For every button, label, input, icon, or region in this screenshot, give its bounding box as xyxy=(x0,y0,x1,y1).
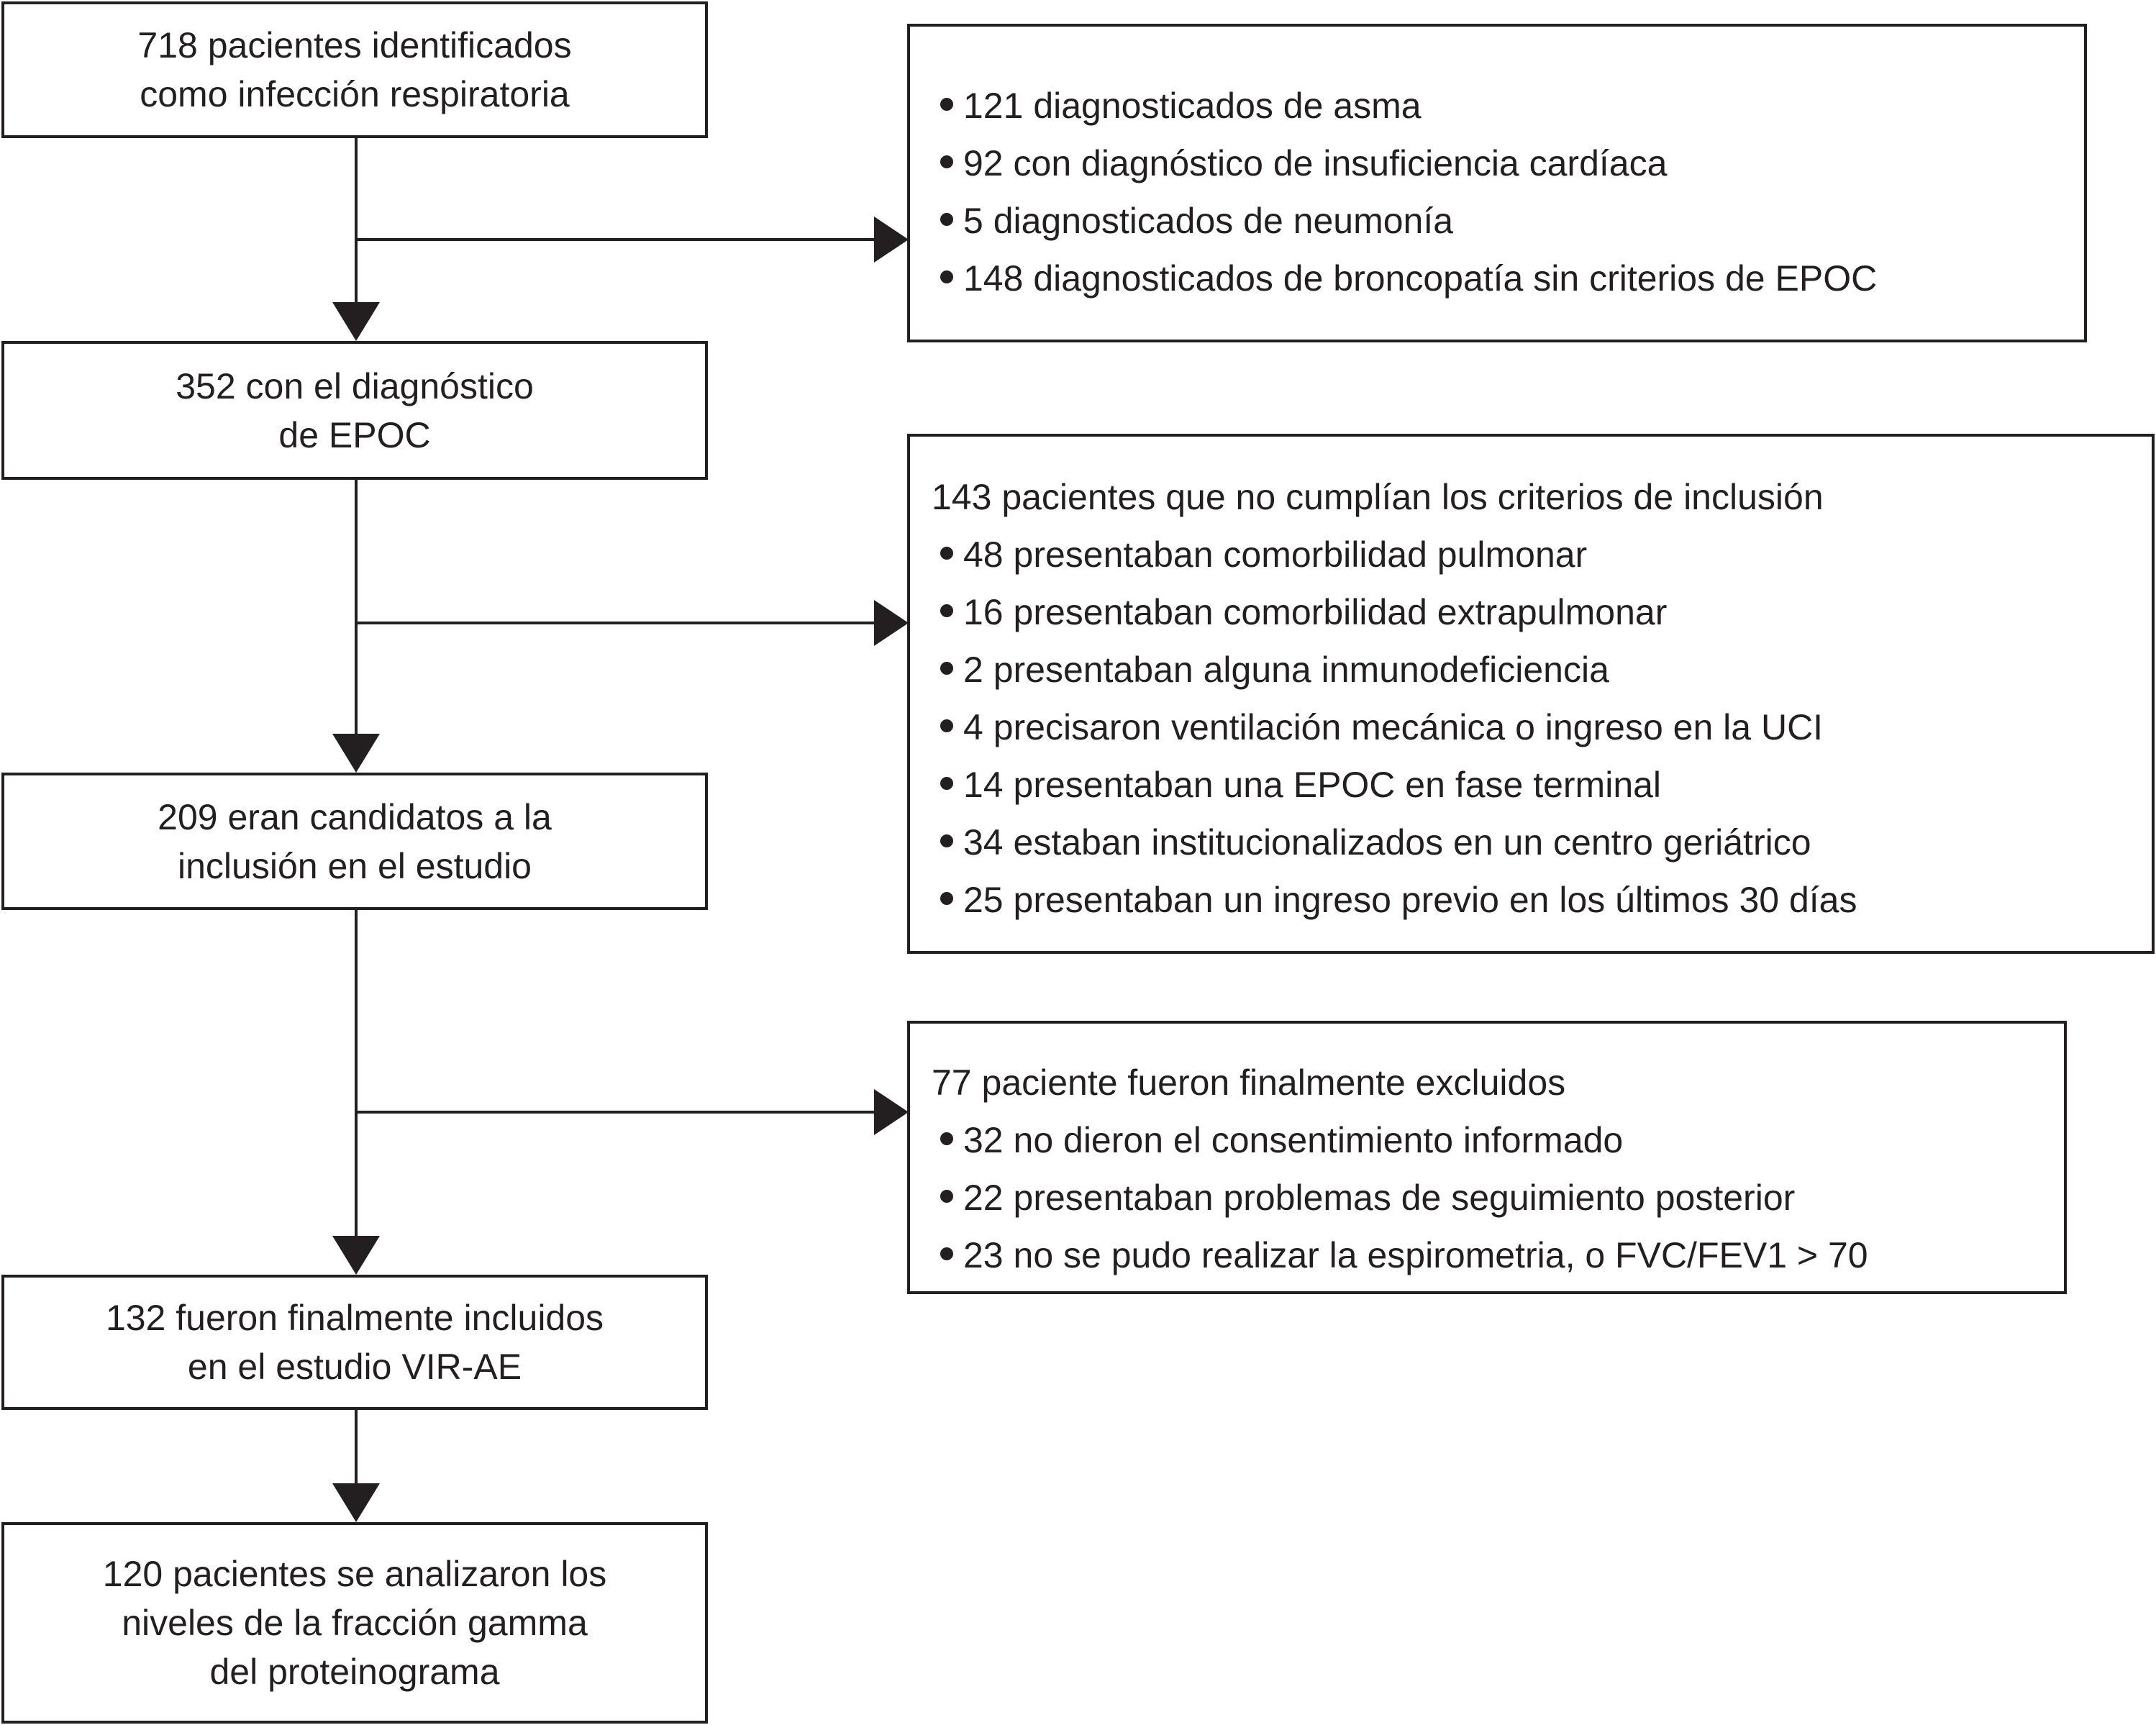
exclusion-item-text: 2 presentaban alguna inmunodeficiencia xyxy=(963,650,1609,690)
exclusion-item: 148 diagnosticados de broncopatía sin cr… xyxy=(932,254,2084,303)
bullet-icon xyxy=(940,662,953,675)
exclusion-item-text: 148 diagnosticados de broncopatía sin cr… xyxy=(963,258,1878,299)
step-box-candidates-line: 209 eran candidatos a la xyxy=(158,796,552,837)
exclusion-item: 14 presentaban una EPOC en fase terminal xyxy=(932,760,2152,809)
exclusion-item-text: 23 no se pudo realizar la espirometria, … xyxy=(963,1235,1868,1275)
step-box-analyzed: 120 pacientes se analizaron los niveles … xyxy=(1,1522,708,1724)
exclusion-list: 48 presentaban comorbilidad pulmonar 16 … xyxy=(932,530,2152,924)
step-box-candidates-line: inclusión en el estudio xyxy=(178,845,532,886)
bullet-icon xyxy=(940,1247,953,1260)
bullet-icon xyxy=(940,777,953,790)
exclusion-item: 23 no se pudo realizar la espirometria, … xyxy=(932,1231,2064,1280)
arrowhead-to-exclusion-3 xyxy=(874,1089,909,1135)
exclusion-list: 121 diagnosticados de asma 92 con diagnó… xyxy=(932,81,2084,303)
step-box-copd-diagnosis-line: 352 con el diagnóstico xyxy=(176,365,534,406)
step-box-analyzed-line: del proteinograma xyxy=(209,1652,500,1692)
exclusion-list: 32 no dieron el consentimiento informado… xyxy=(932,1116,2064,1280)
bullet-icon xyxy=(940,270,953,283)
exclusion-item-text: 121 diagnosticados de asma xyxy=(963,86,1422,126)
step-box-included: 132 fueron finalmente incluidos en el es… xyxy=(1,1275,708,1410)
exclusion-item: 32 no dieron el consentimiento informado xyxy=(932,1116,2064,1165)
exclusion-item-text: 16 presentaban comorbilidad extrapulmona… xyxy=(963,592,1668,632)
bullet-icon xyxy=(940,155,953,168)
step-box-included-line: en el estudio VIR-AE xyxy=(187,1347,522,1387)
arrowhead-to-step5 xyxy=(332,1483,380,1522)
step-box-analyzed-line: 120 pacientes se analizaron los xyxy=(102,1554,607,1594)
exclusion-box-final-exclusions: 77 paciente fueron finalmente excluidos … xyxy=(907,1021,2067,1294)
exclusion-item: 5 diagnosticados de neumonía xyxy=(932,196,2084,245)
bullet-icon xyxy=(940,1190,953,1203)
step-box-identified: 718 pacientes identificados como infecci… xyxy=(1,1,708,138)
bullet-icon xyxy=(940,892,953,905)
exclusion-item-text: 48 presentaban comorbilidad pulmonar xyxy=(963,534,1588,575)
bullet-icon xyxy=(940,98,953,111)
exclusion-item: 48 presentaban comorbilidad pulmonar xyxy=(932,530,2152,579)
arrowhead-to-step3 xyxy=(332,734,380,773)
exclusion-item-text: 14 presentaban una EPOC en fase terminal xyxy=(963,765,1662,805)
bullet-icon xyxy=(940,213,953,226)
bullet-icon xyxy=(940,834,953,847)
exclusion-item-text: 34 estaban institucionalizados en un cen… xyxy=(963,822,1811,862)
exclusion-item: 22 presentaban problemas de seguimiento … xyxy=(932,1173,2064,1222)
exclusion-item-text: 22 presentaban problemas de seguimiento … xyxy=(963,1178,1796,1218)
exclusion-item-text: 5 diagnosticados de neumonía xyxy=(963,201,1454,241)
bullet-icon xyxy=(940,604,953,617)
bullet-icon xyxy=(940,547,953,560)
exclusion-item: 34 estaban institucionalizados en un cen… xyxy=(932,818,2152,867)
exclusion-box-initial-diagnoses: 121 diagnosticados de asma 92 con diagnó… xyxy=(907,24,2087,342)
step-box-analyzed-line: niveles de la fracción gamma xyxy=(122,1603,588,1643)
exclusion-item: 16 presentaban comorbilidad extrapulmona… xyxy=(932,588,2152,637)
exclusion-heading: 143 pacientes que no cumplían los criter… xyxy=(932,477,1824,517)
exclusion-item-text: 25 presentaban un ingreso previo en los … xyxy=(963,880,1857,920)
arrowhead-to-exclusion-2 xyxy=(874,600,909,646)
arrowhead-to-exclusion-1 xyxy=(874,217,909,263)
exclusion-item-text: 92 con diagnóstico de insuficiencia card… xyxy=(963,143,1668,183)
bullet-icon xyxy=(940,1132,953,1145)
step-box-copd-diagnosis-line: de EPOC xyxy=(278,414,431,455)
arrowhead-to-step2 xyxy=(332,302,380,341)
exclusion-item: 121 diagnosticados de asma xyxy=(932,81,2084,130)
exclusion-item: 4 precisaron ventilación mecánica o ingr… xyxy=(932,703,2152,752)
step-box-identified-line: 718 pacientes identificados xyxy=(137,25,572,65)
step-box-copd-diagnosis: 352 con el diagnóstico de EPOC xyxy=(1,341,708,480)
step-box-candidates: 209 eran candidatos a la inclusión en el… xyxy=(1,773,708,910)
exclusion-item: 2 presentaban alguna inmunodeficiencia xyxy=(932,645,2152,694)
exclusion-item-text: 32 no dieron el consentimiento informado xyxy=(963,1120,1624,1160)
bullet-icon xyxy=(940,719,953,732)
exclusion-item: 92 con diagnóstico de insuficiencia card… xyxy=(932,139,2084,188)
exclusion-item-text: 4 precisaron ventilación mecánica o ingr… xyxy=(963,707,1824,747)
exclusion-box-inclusion-criteria: 143 pacientes que no cumplían los criter… xyxy=(907,434,2155,954)
step-box-included-line: 132 fueron finalmente incluidos xyxy=(105,1298,604,1338)
step-box-identified-line: como infección respiratoria xyxy=(140,74,570,114)
arrowhead-to-step4 xyxy=(332,1236,380,1275)
exclusion-heading: 77 paciente fueron finalmente excluidos xyxy=(932,1062,1566,1103)
exclusion-item: 25 presentaban un ingreso previo en los … xyxy=(932,875,2152,924)
